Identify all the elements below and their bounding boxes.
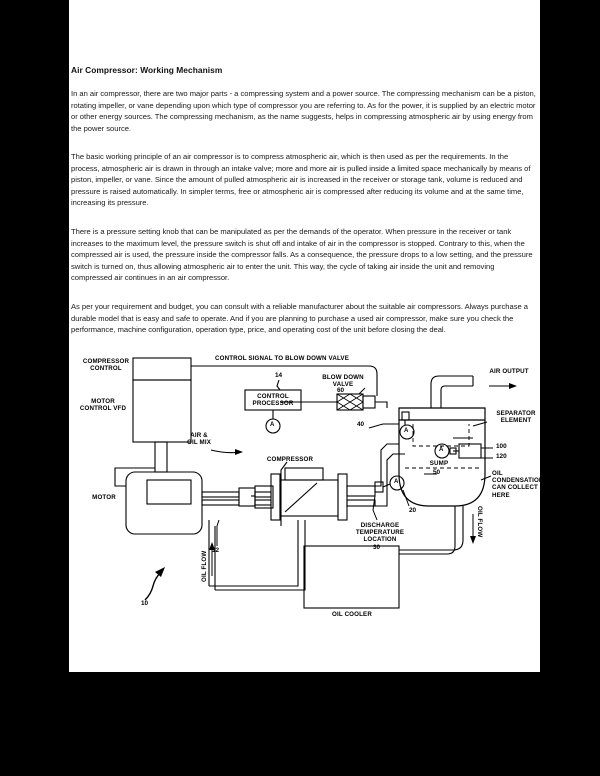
label-oil-condensation: OIL CONDENSATION CAN COLLECT HERE (492, 470, 544, 499)
air-compressor-schematic: COMPRESSOR CONTROL MOTOR CONTROL VFD MOT… (69, 350, 544, 672)
paragraph-4: As per your requirement and budget, you … (71, 302, 528, 335)
label-air-oil-mix: AIR & OIL MIX (187, 432, 211, 447)
label-compressor: COMPRESSOR (266, 456, 314, 463)
label-control-signal: CONTROL SIGNAL TO BLOW DOWN VALVE (215, 355, 349, 362)
sensor-marker-sump-inlet: A (404, 428, 409, 434)
label-separator-element: SEPARATOR ELEMENT (496, 410, 536, 425)
document-page: Air Compressor: Working Mechanism In an … (69, 0, 544, 672)
numeral-assembly: 10 (141, 600, 149, 607)
numeral-separator-lower: 120 (496, 453, 507, 460)
label-oil-flow-left: OIL FLOW (201, 550, 208, 582)
numeral-sump: 50 (433, 469, 441, 476)
label-motor: MOTOR (92, 494, 116, 501)
numeral-discharge-sensor: 20 (409, 507, 417, 514)
numeral-sump-inlet-sensor: 40 (357, 421, 365, 428)
label-oil-flow-right: OIL FLOW (476, 506, 483, 538)
label-discharge-temperature: DISCHARGE TEMPERATURE LOCATION (355, 522, 405, 544)
paragraph-2: The basic working principle of an air co… (71, 152, 531, 208)
numeral-discharge-location: 30 (373, 544, 381, 551)
label-control-processor: CONTROL PROCESSOR (252, 393, 294, 408)
numeral-compressor-shaft: 12 (212, 547, 220, 554)
schematic-drawing (114, 357, 517, 609)
page-title: Air Compressor: Working Mechanism (71, 65, 223, 75)
sensor-marker-sump: A (439, 447, 444, 453)
label-sump: SUMP (429, 460, 449, 467)
paragraph-3: There is a pressure setting knob that ca… (71, 227, 533, 283)
label-air-output: AIR OUTPUT (489, 368, 529, 375)
label-compressor-control: COMPRESSOR CONTROL (82, 358, 130, 373)
sensor-marker-processor: A (270, 422, 275, 428)
label-blow-down-valve: BLOW DOWN VALVE (322, 374, 364, 389)
label-oil-cooler: OIL COOLER (332, 611, 372, 618)
numeral-blow-down-valve: 60 (337, 387, 345, 394)
numeral-separator-upper: 100 (496, 443, 507, 450)
paragraph-1: In an air compressor, there are two majo… (71, 89, 536, 133)
label-motor-control-vfd: MOTOR CONTROL VFD (79, 398, 127, 413)
sensor-marker-discharge: A (394, 479, 399, 485)
numeral-control-processor: 14 (275, 372, 283, 379)
